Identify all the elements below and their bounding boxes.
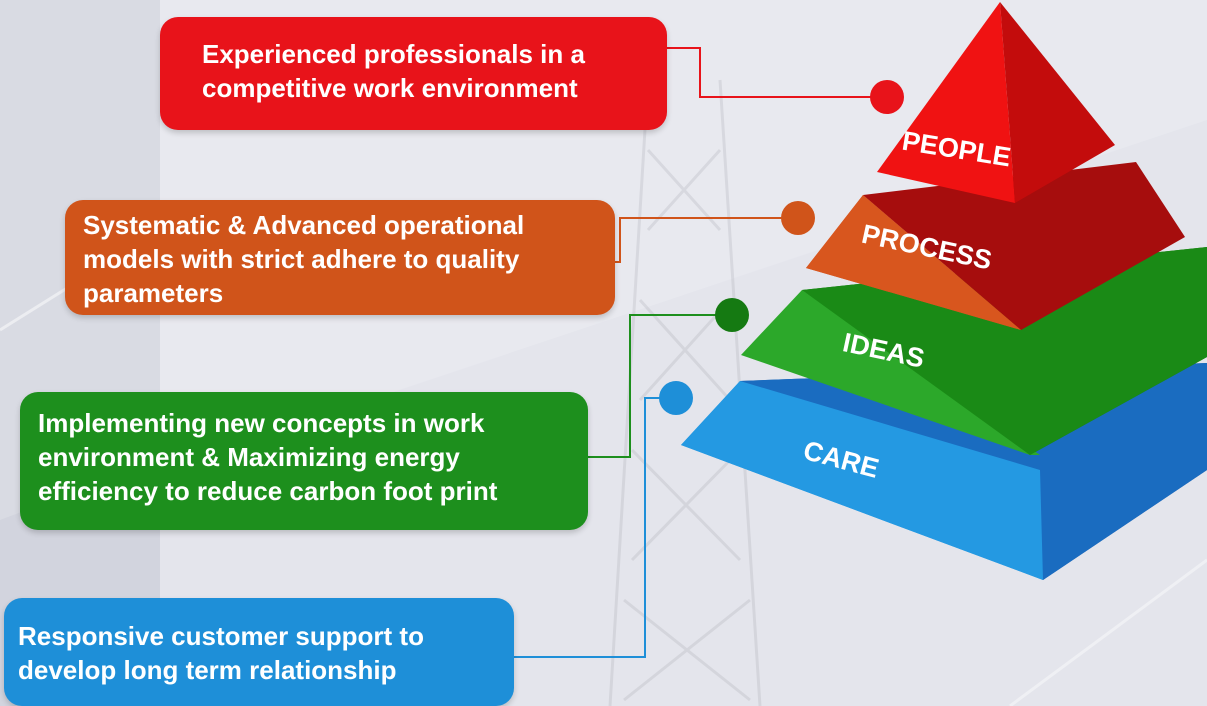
pyramid-layer-people [877, 2, 1115, 203]
callout-people-text: Experienced professionals in a competiti… [202, 39, 585, 103]
callout-people: Experienced professionals in a competiti… [160, 17, 667, 130]
callout-ideas: Implementing new concepts in work enviro… [20, 392, 588, 530]
callout-process: Systematic & Advanced operational models… [65, 200, 615, 315]
callout-process-text: Systematic & Advanced operational models… [83, 210, 525, 308]
connector-process [615, 217, 798, 263]
callout-care-text: Responsive customer support to develop l… [18, 621, 424, 685]
callout-care: Responsive customer support to develop l… [4, 598, 514, 706]
connector-people [667, 47, 887, 98]
callout-ideas-text: Implementing new concepts in work enviro… [38, 408, 498, 506]
connector-dot-care [659, 381, 693, 415]
connector-dot-people [870, 80, 904, 114]
connector-dot-ideas [715, 298, 749, 332]
pyramid-layer-ideas [741, 247, 1207, 455]
pyramid-layer-process [806, 162, 1185, 330]
connector-dot-process [781, 201, 815, 235]
connector-ideas [588, 314, 732, 458]
